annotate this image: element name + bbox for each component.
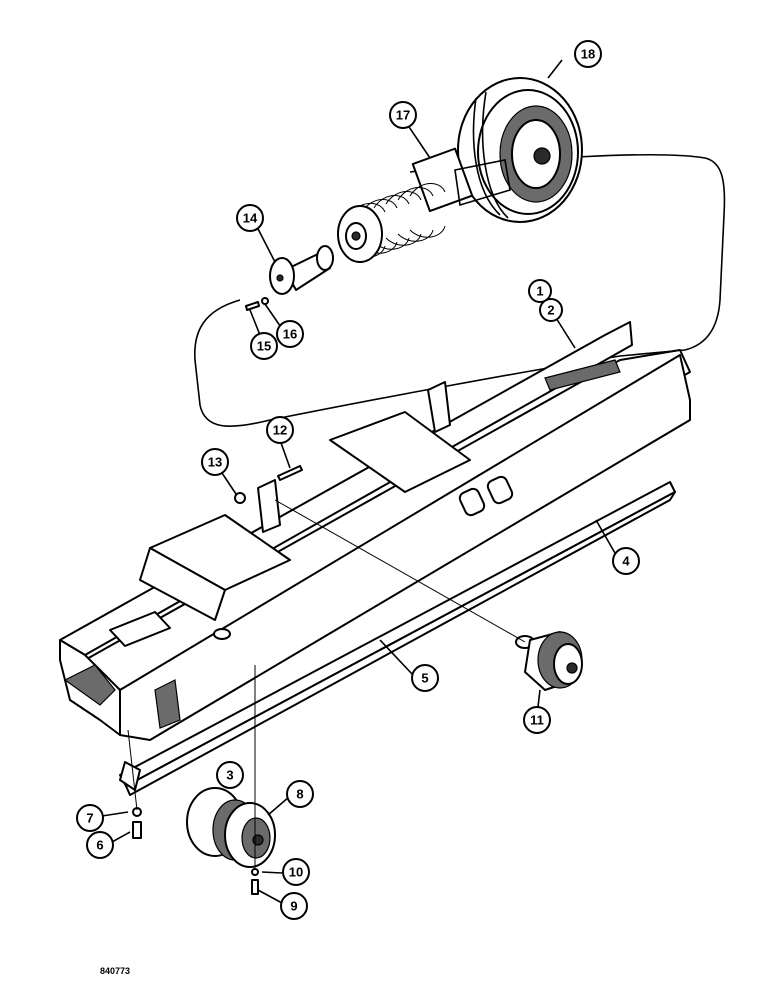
guard-bolt [132, 807, 142, 839]
svg-text:4: 4 [622, 554, 630, 569]
callout-2: 2 [539, 298, 563, 322]
guard-bottom [119, 761, 141, 791]
callout-14: 14 [236, 204, 264, 232]
recoil-spring [337, 147, 511, 263]
svg-text:6: 6 [96, 838, 103, 853]
svg-text:10: 10 [289, 865, 303, 880]
svg-text:11: 11 [530, 713, 544, 728]
idler-pin [269, 245, 334, 295]
callout-15: 15 [250, 332, 278, 360]
callout-11: 11 [523, 706, 551, 734]
svg-text:15: 15 [257, 339, 271, 354]
track-frame [59, 321, 691, 741]
svg-text:9: 9 [290, 899, 297, 914]
callout-17: 17 [389, 101, 417, 129]
callout-3: 3 [216, 761, 244, 789]
idler-group-boundary [194, 154, 726, 428]
small-bolt-washer [245, 297, 269, 311]
track-roller [186, 787, 276, 868]
callout-1: 1 [528, 279, 552, 303]
roller-bolt [251, 868, 259, 895]
carrier-roller [515, 631, 583, 691]
callout-16: 16 [276, 320, 304, 348]
alignment-line-bolt [127, 729, 138, 811]
svg-text:14: 14 [243, 211, 258, 226]
callout-13: 13 [201, 448, 229, 476]
svg-text:1: 1 [536, 284, 543, 299]
svg-text:16: 16 [283, 327, 297, 342]
figure-id-label: 840773 [100, 966, 131, 976]
callout-8: 8 [286, 780, 314, 808]
svg-text:7: 7 [86, 811, 93, 826]
svg-text:2: 2 [547, 303, 554, 318]
bracket-bolt [234, 465, 303, 504]
callout-6: 6 [86, 831, 114, 859]
svg-text:3: 3 [226, 768, 233, 783]
alignment-line-roller [274, 499, 526, 643]
callout-18: 18 [574, 40, 602, 68]
svg-text:13: 13 [208, 455, 222, 470]
callout-4: 4 [612, 547, 640, 575]
svg-text:18: 18 [581, 47, 595, 62]
svg-text:5: 5 [421, 671, 428, 686]
callout-9: 9 [280, 892, 308, 920]
idler-wheel [457, 77, 583, 223]
svg-text:8: 8 [296, 787, 303, 802]
svg-text:17: 17 [396, 108, 410, 123]
callout-10: 10 [282, 858, 310, 886]
callout-7: 7 [76, 804, 104, 832]
callout-5: 5 [411, 664, 439, 692]
callout-12: 12 [266, 416, 294, 444]
svg-text:12: 12 [273, 423, 287, 438]
